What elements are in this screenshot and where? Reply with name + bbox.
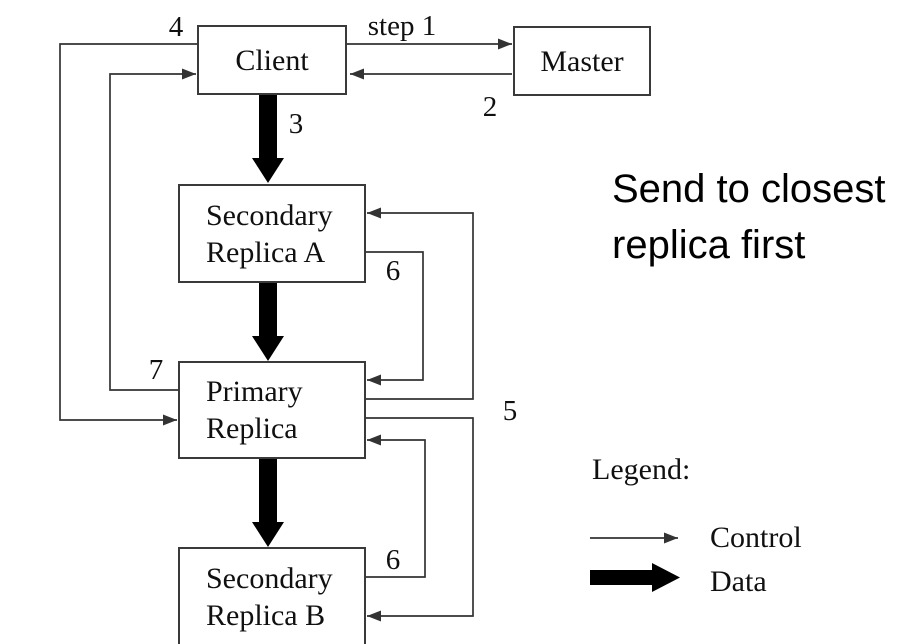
- node-secondary-replica-b: Secondary Replica B: [178, 547, 366, 644]
- control-line-4-client-to-primary: [59, 43, 197, 426]
- label-step-7: 7: [148, 354, 164, 386]
- node-secondary-replica-a: Secondary Replica A: [178, 184, 366, 283]
- label-step-5: 5: [502, 395, 518, 427]
- node-client: Client: [197, 25, 347, 95]
- label-step-6-upper: 6: [385, 255, 401, 287]
- annotation-line2: replica first: [612, 223, 806, 267]
- label-step-4: 4: [168, 11, 184, 43]
- legend-control-label: Control: [710, 521, 802, 554]
- legend-data-arrow: [590, 563, 680, 592]
- annotation-send-to-closest: Send to closest replica first: [612, 161, 886, 273]
- node-secondary-replica-a-label-line2: Replica A: [206, 235, 326, 269]
- node-primary-replica: Primary Replica: [178, 361, 366, 459]
- annotation-line1: Send to closest: [612, 167, 886, 211]
- data-arrow-secondary-a-to-primary: [252, 281, 284, 361]
- label-step-2: 2: [482, 91, 498, 123]
- legend-title: Legend:: [592, 453, 691, 486]
- node-client-label: Client: [235, 43, 309, 77]
- node-master: Master: [513, 26, 651, 96]
- label-step-6-lower: 6: [385, 544, 401, 576]
- node-secondary-replica-b-label-line1: Secondary: [206, 562, 333, 595]
- control-line-5-primary-to-secondary-a: [365, 207, 474, 400]
- node-master-label: Master: [540, 44, 624, 78]
- control-line-7-primary-to-client: [109, 68, 196, 391]
- label-step-3: 3: [288, 108, 304, 140]
- data-arrow-client-to-secondary-a: [252, 93, 284, 183]
- label-step-1: step 1: [367, 10, 437, 42]
- node-secondary-replica-b-label-line2: Replica B: [206, 599, 326, 632]
- control-line-5-primary-to-secondary-b: [365, 417, 474, 622]
- node-primary-replica-label-line1: Primary: [206, 375, 303, 408]
- node-secondary-replica-a-label-line1: Secondary: [206, 198, 333, 232]
- control-line-6-secondary-b-to-primary: [366, 434, 426, 578]
- node-primary-replica-label-line2: Replica: [206, 412, 298, 445]
- control-line-6-secondary-a-to-primary: [366, 251, 424, 386]
- data-arrow-primary-to-secondary-b: [252, 457, 284, 547]
- legend-data-label: Data: [710, 565, 767, 598]
